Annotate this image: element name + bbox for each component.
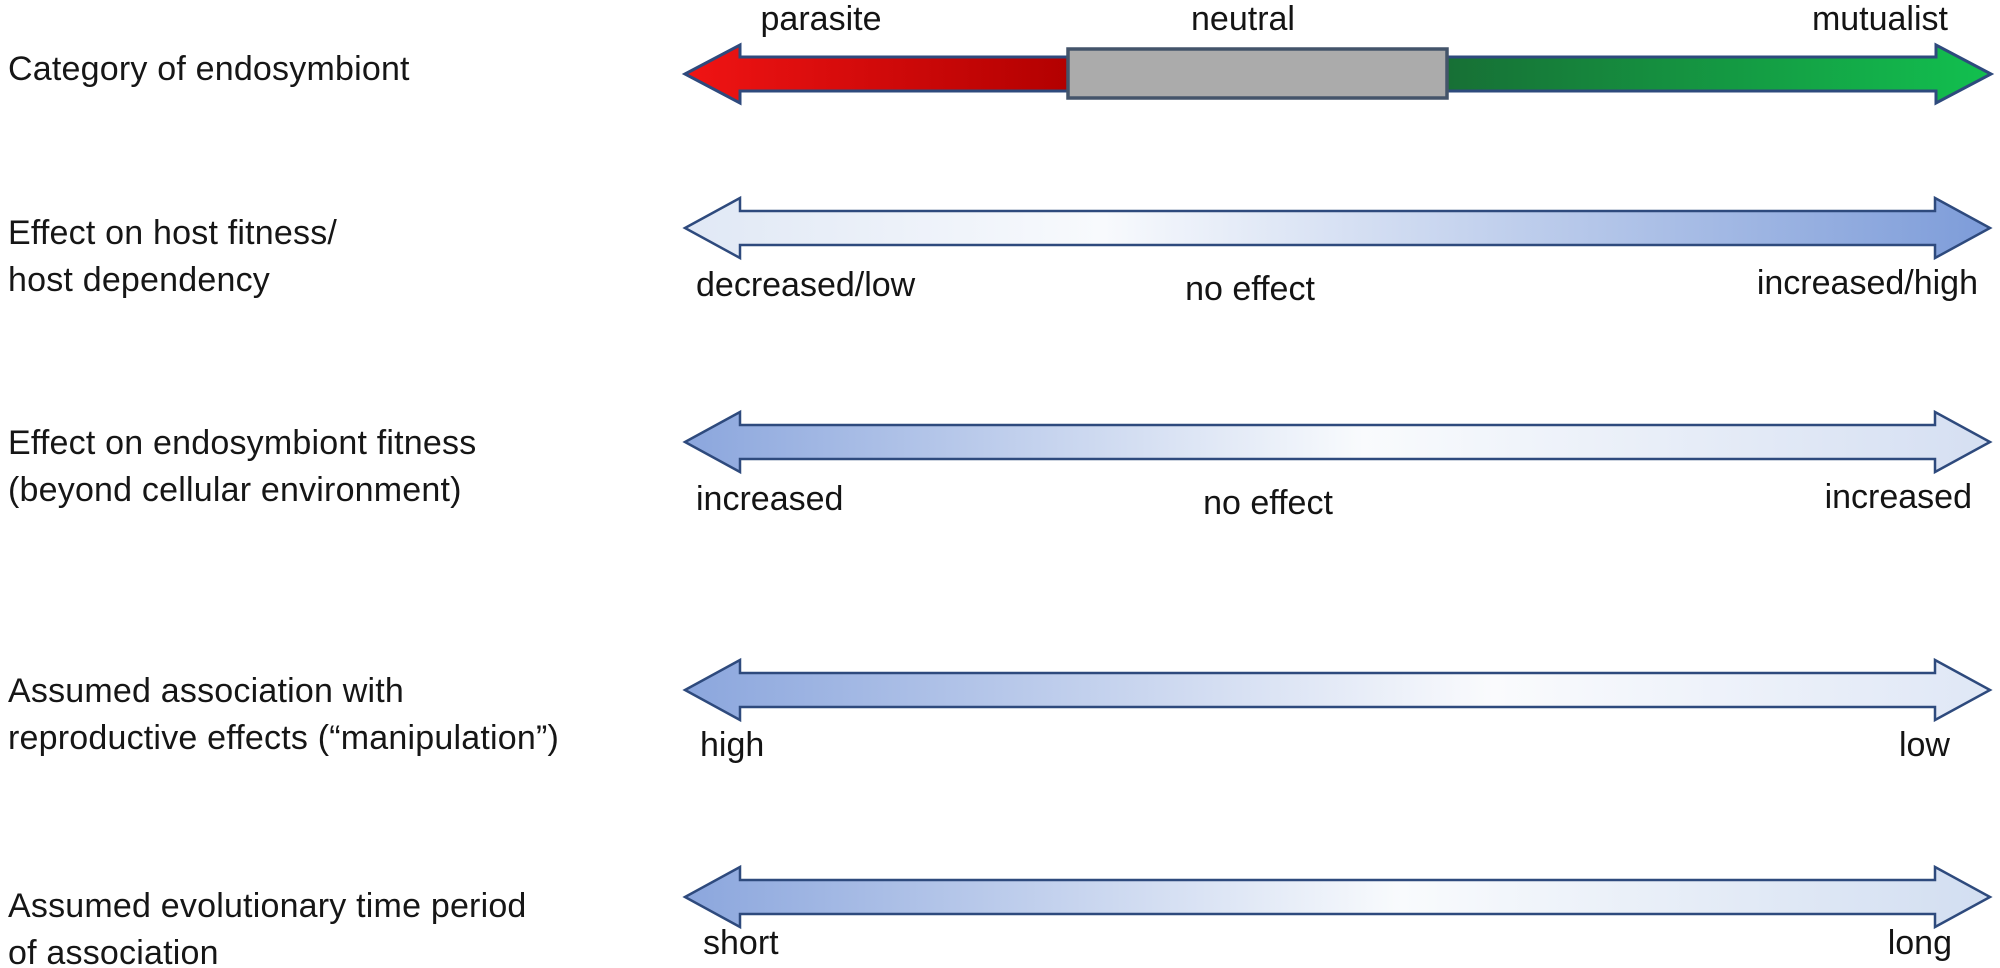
scale-label-increased-right: increased <box>1824 478 1972 516</box>
host-fitness-arrow-svg <box>682 195 1993 261</box>
neutral-gray-box <box>1066 47 1449 100</box>
row-label-endosymbiont-fitness-line2: (beyond cellular environment) <box>8 471 462 509</box>
scale-label-low: low <box>1898 726 1950 764</box>
scale-label-short: short <box>703 924 779 962</box>
row-label-time-period-line2: of association <box>8 934 219 968</box>
scale-label-increased-left: increased <box>696 480 844 518</box>
row-label-host-fitness: Effect on host fitness/ host dependency <box>8 210 337 304</box>
row-label-host-fitness-line2: host dependency <box>8 261 270 299</box>
row-label-host-fitness-line1: Effect on host fitness/ <box>8 214 338 252</box>
row-label-endosymbiont-fitness: Effect on endosymbiont fitness (beyond c… <box>8 420 476 514</box>
endosymbiont-fitness-arrow-svg <box>682 409 1993 475</box>
reproductive-effects-arrow-svg <box>682 657 1993 723</box>
row-label-time-period: Assumed evolutionary time period of asso… <box>8 883 527 968</box>
scale-label-neutral: neutral <box>1191 0 1295 38</box>
row-label-reproductive-effects-line1: Assumed association with <box>8 672 404 710</box>
scale-label-parasite: parasite <box>760 0 882 38</box>
mutualist-green-arrow <box>1441 42 1995 106</box>
row-label-endosymbiont-fitness-line1: Effect on endosymbiont fitness <box>8 424 477 462</box>
scale-label-decreased-low: decreased/low <box>696 266 916 304</box>
scale-label-high: high <box>700 726 765 764</box>
host-fitness-double-arrow <box>682 195 1993 261</box>
row-label-category-line1: Category of endosymbiont <box>8 50 410 88</box>
scale-label-no-effect-endo: no effect <box>1203 484 1333 522</box>
scale-label-long: long <box>1887 924 1952 962</box>
row-label-time-period-line1: Assumed evolutionary time period <box>8 887 527 925</box>
parasite-red-arrow <box>681 42 1074 106</box>
scale-label-increased-high: increased/high <box>1756 264 1978 302</box>
category-arrow-svg <box>681 42 1995 106</box>
reproductive-effects-double-arrow <box>682 657 1993 723</box>
scale-label-no-effect-host: no effect <box>1185 270 1315 308</box>
row-label-category: Category of endosymbiont <box>8 46 410 93</box>
scale-label-mutualist: mutualist <box>1811 0 1948 38</box>
time-period-arrow-svg <box>682 864 1993 930</box>
endosymbiont-fitness-double-arrow <box>682 409 1993 475</box>
row-label-reproductive-effects: Assumed association with reproductive ef… <box>8 668 559 762</box>
time-period-double-arrow <box>682 864 1993 930</box>
row-label-reproductive-effects-line2: reproductive effects (“manipulation”) <box>8 719 560 757</box>
